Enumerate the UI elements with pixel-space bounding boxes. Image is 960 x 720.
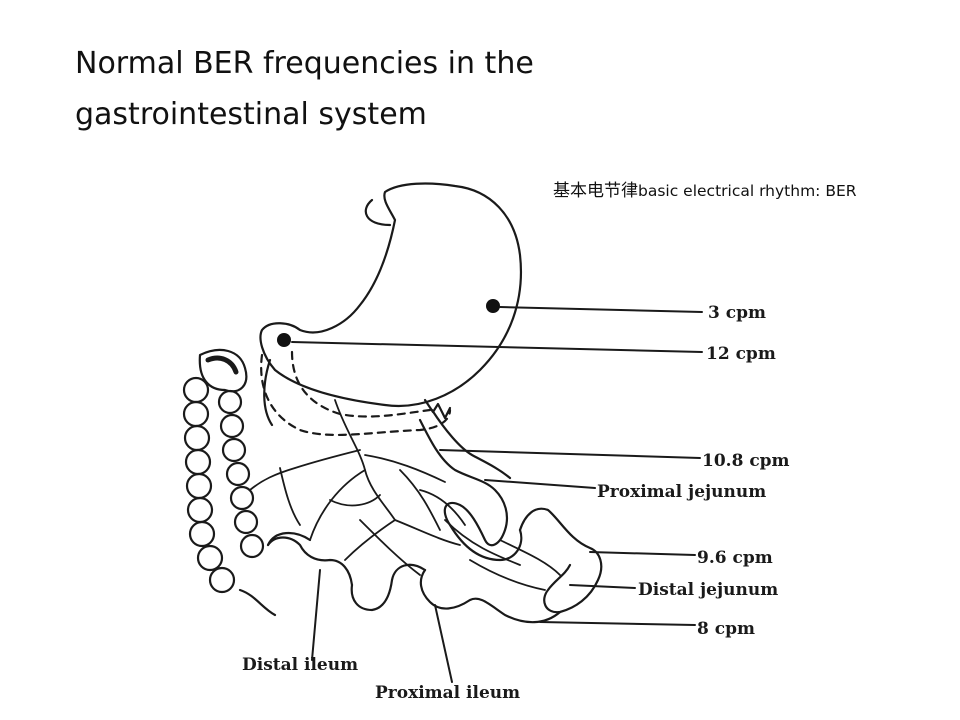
colon — [182, 348, 277, 617]
leader-lines — [291, 306, 703, 683]
label-distal-ileum: Distal ileum — [242, 655, 358, 675]
diagram-labels: 3 cpm 12 cpm 10.8 cpm Proximal jejunum 9… — [242, 303, 790, 703]
duodenum-point — [277, 333, 291, 347]
title-line-1: Normal BER frequencies in the — [75, 46, 534, 81]
pancreas-stub — [423, 398, 452, 420]
mesenteric-vessels — [249, 399, 561, 591]
ber-definition: 基本电节律basic electrical rhythm: BER — [553, 176, 857, 201]
label-10-8-cpm: 10.8 cpm — [702, 451, 790, 471]
ber-chinese-term: 基本电节律 — [553, 181, 638, 201]
title-line-2: gastrointestinal system — [75, 97, 427, 132]
small-intestine — [266, 408, 603, 624]
label-8-cpm: 8 cpm — [697, 619, 755, 639]
label-proximal-ileum: Proximal ileum — [375, 683, 520, 703]
label-9-6-cpm: 9.6 cpm — [697, 548, 773, 568]
measurement-points — [277, 299, 500, 347]
label-3-cpm: 3 cpm — [708, 303, 766, 323]
label-distal-jejunum: Distal jejunum — [638, 580, 778, 600]
page-title: Normal BER frequencies in the gastrointe… — [75, 38, 695, 140]
label-12-cpm: 12 cpm — [706, 344, 776, 364]
label-proximal-jejunum: Proximal jejunum — [597, 482, 766, 502]
stomach — [259, 182, 522, 427]
ber-english-term: basic electrical rhythm: BER — [638, 182, 857, 200]
stomach-body-point — [486, 299, 500, 313]
